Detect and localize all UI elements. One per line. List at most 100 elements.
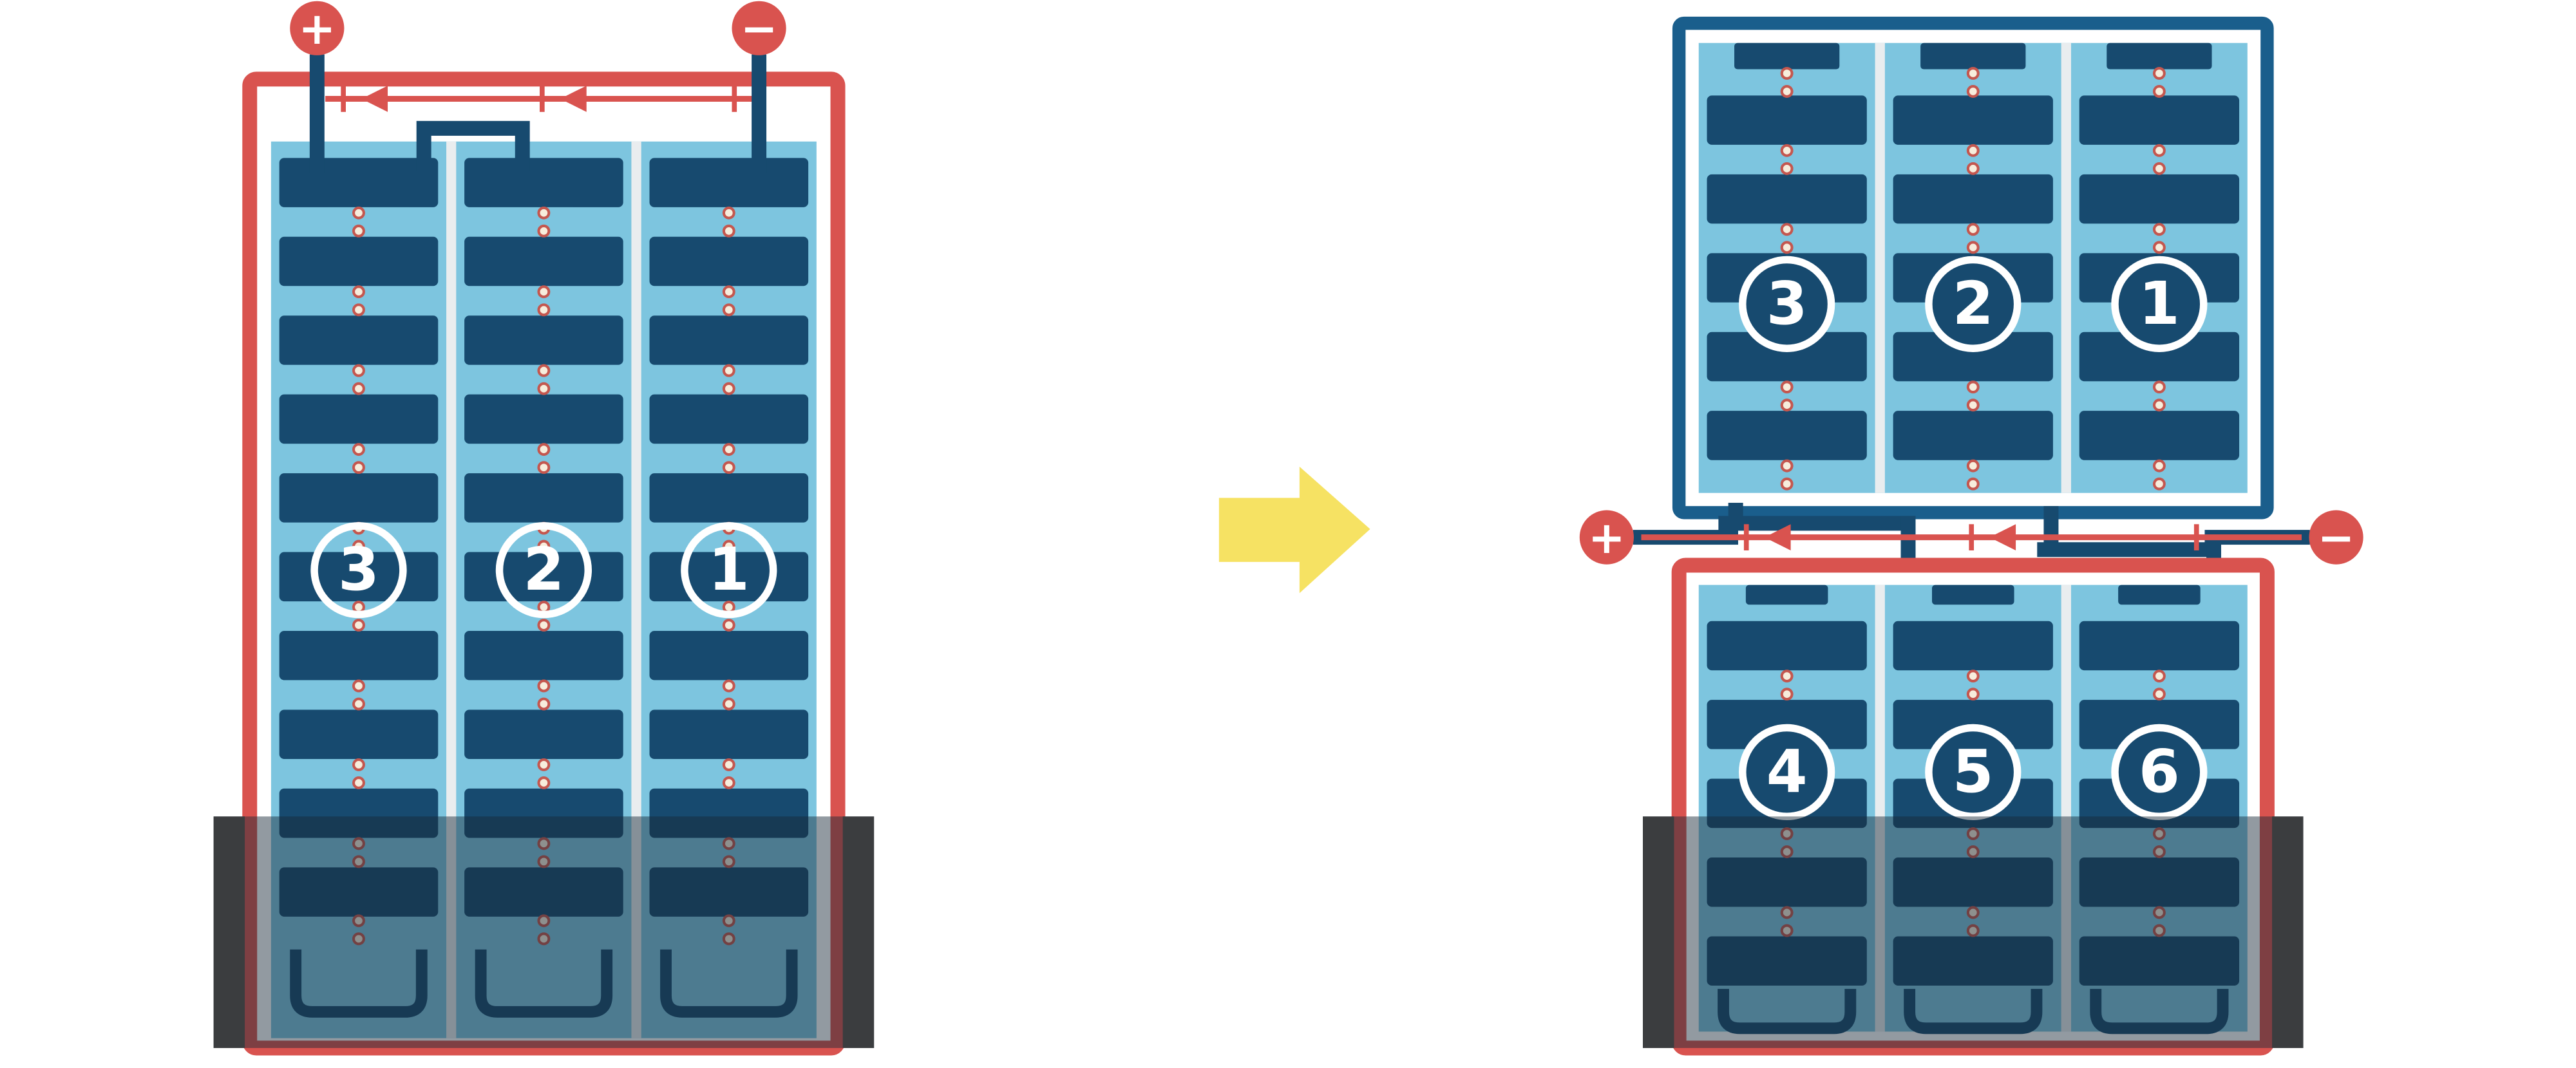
negative-terminal-glyph: − (741, 3, 778, 55)
series-connector (1734, 42, 1840, 70)
string-return-connector (290, 949, 428, 1018)
solder-dot (722, 382, 735, 395)
link-bar (1718, 516, 1916, 531)
pv-cell (279, 394, 439, 444)
solder-dot (352, 382, 365, 395)
string-return-connector (1718, 989, 1857, 1035)
solder-dot (722, 679, 735, 693)
pv-cell (279, 158, 439, 207)
string-number-badge: 2 (495, 522, 592, 619)
solder-dot (1966, 670, 1980, 683)
solder-dot (1780, 66, 1794, 80)
badge-ring (1739, 724, 1835, 821)
column-divider (446, 141, 457, 1038)
solder-dot (1780, 906, 1794, 919)
string-return-connector (660, 949, 798, 1018)
solder-dot (537, 206, 551, 220)
solder-dot (722, 285, 735, 299)
pv-cell (464, 394, 623, 444)
string-number-badge: 3 (1739, 256, 1835, 352)
pv-cell (1893, 857, 2053, 907)
solder-dot (2152, 845, 2166, 859)
pv-cell (1707, 332, 1867, 382)
badge-ring (2111, 724, 2208, 821)
solder-dot (537, 224, 551, 238)
solder-dot (1780, 144, 1794, 157)
pv-cell (649, 315, 809, 365)
solder-dot (352, 776, 365, 789)
string-return-connector (1904, 989, 2043, 1035)
pv-cell (2079, 332, 2240, 382)
solder-dot (1780, 380, 1794, 394)
solder-dot (722, 932, 735, 946)
solder-dot (537, 461, 551, 474)
solder-dot (1966, 477, 1980, 491)
current-arrowhead (361, 86, 388, 112)
rail-bar (213, 816, 245, 1048)
pv-cell (279, 315, 439, 365)
solder-dot (2152, 827, 2166, 841)
pv-cell (2079, 621, 2240, 671)
pv-cell (1893, 95, 2053, 145)
solder-dot (352, 285, 365, 299)
pv-cell (1893, 411, 2053, 460)
pv-cell (649, 473, 809, 523)
pv-cell (464, 709, 623, 759)
positive-terminal: + (290, 1, 345, 55)
solder-dot (537, 679, 551, 693)
string-number: 6 (2139, 737, 2180, 806)
solder-dot (352, 932, 365, 946)
current-arrowhead (1989, 524, 2016, 551)
solder-dot (2152, 241, 2166, 254)
solder-dot (722, 303, 735, 317)
string-number-badge: 1 (2111, 256, 2208, 352)
solder-dot (537, 539, 551, 553)
solder-dot (537, 303, 551, 317)
pv-cell (464, 315, 623, 365)
solder-dot (537, 285, 551, 299)
solder-dot (722, 539, 735, 553)
solder-dot (2152, 223, 2166, 236)
series-connector (2107, 42, 2212, 70)
pv-cell (464, 236, 623, 286)
solder-dot (1966, 380, 1980, 394)
water-overlay (213, 816, 875, 1048)
solder-dot (2152, 162, 2166, 175)
current-arrowhead (1764, 524, 1791, 551)
pv-cell (649, 709, 809, 759)
positive-terminal-circle (290, 1, 345, 55)
pv-cell (279, 473, 439, 523)
negative-terminal: − (2309, 510, 2363, 565)
solder-dot (1966, 144, 1980, 157)
pv-cell (1893, 936, 2053, 986)
badge-ring (1925, 256, 2022, 352)
pv-cell (464, 473, 623, 523)
badge-ring (1925, 724, 2022, 821)
solder-dot (352, 619, 365, 632)
pv-cell (464, 788, 623, 838)
solder-dot (722, 914, 735, 928)
solder-dot (352, 461, 365, 474)
solder-dot (1780, 162, 1794, 175)
pv-cell (2079, 95, 2240, 145)
string-number: 1 (2139, 269, 2180, 338)
solder-dot (1966, 688, 1980, 701)
solder-dot (2152, 398, 2166, 412)
solder-dot (537, 914, 551, 928)
pv-cell (279, 788, 439, 838)
solder-dot (1780, 85, 1794, 98)
pv-cell (649, 788, 809, 838)
solder-dot (537, 837, 551, 850)
string-number: 2 (1953, 269, 1994, 338)
solder-dot (722, 697, 735, 711)
solder-dot (352, 679, 365, 693)
string-return-connector (475, 949, 613, 1018)
solder-dot (537, 758, 551, 771)
current-wire (1641, 524, 2302, 551)
column-divider (2061, 585, 2071, 1032)
solder-dot (722, 758, 735, 771)
column-divider (631, 141, 641, 1038)
solder-dot (352, 443, 365, 456)
column-divider (1875, 42, 1885, 493)
pv-cell (1707, 411, 1867, 460)
